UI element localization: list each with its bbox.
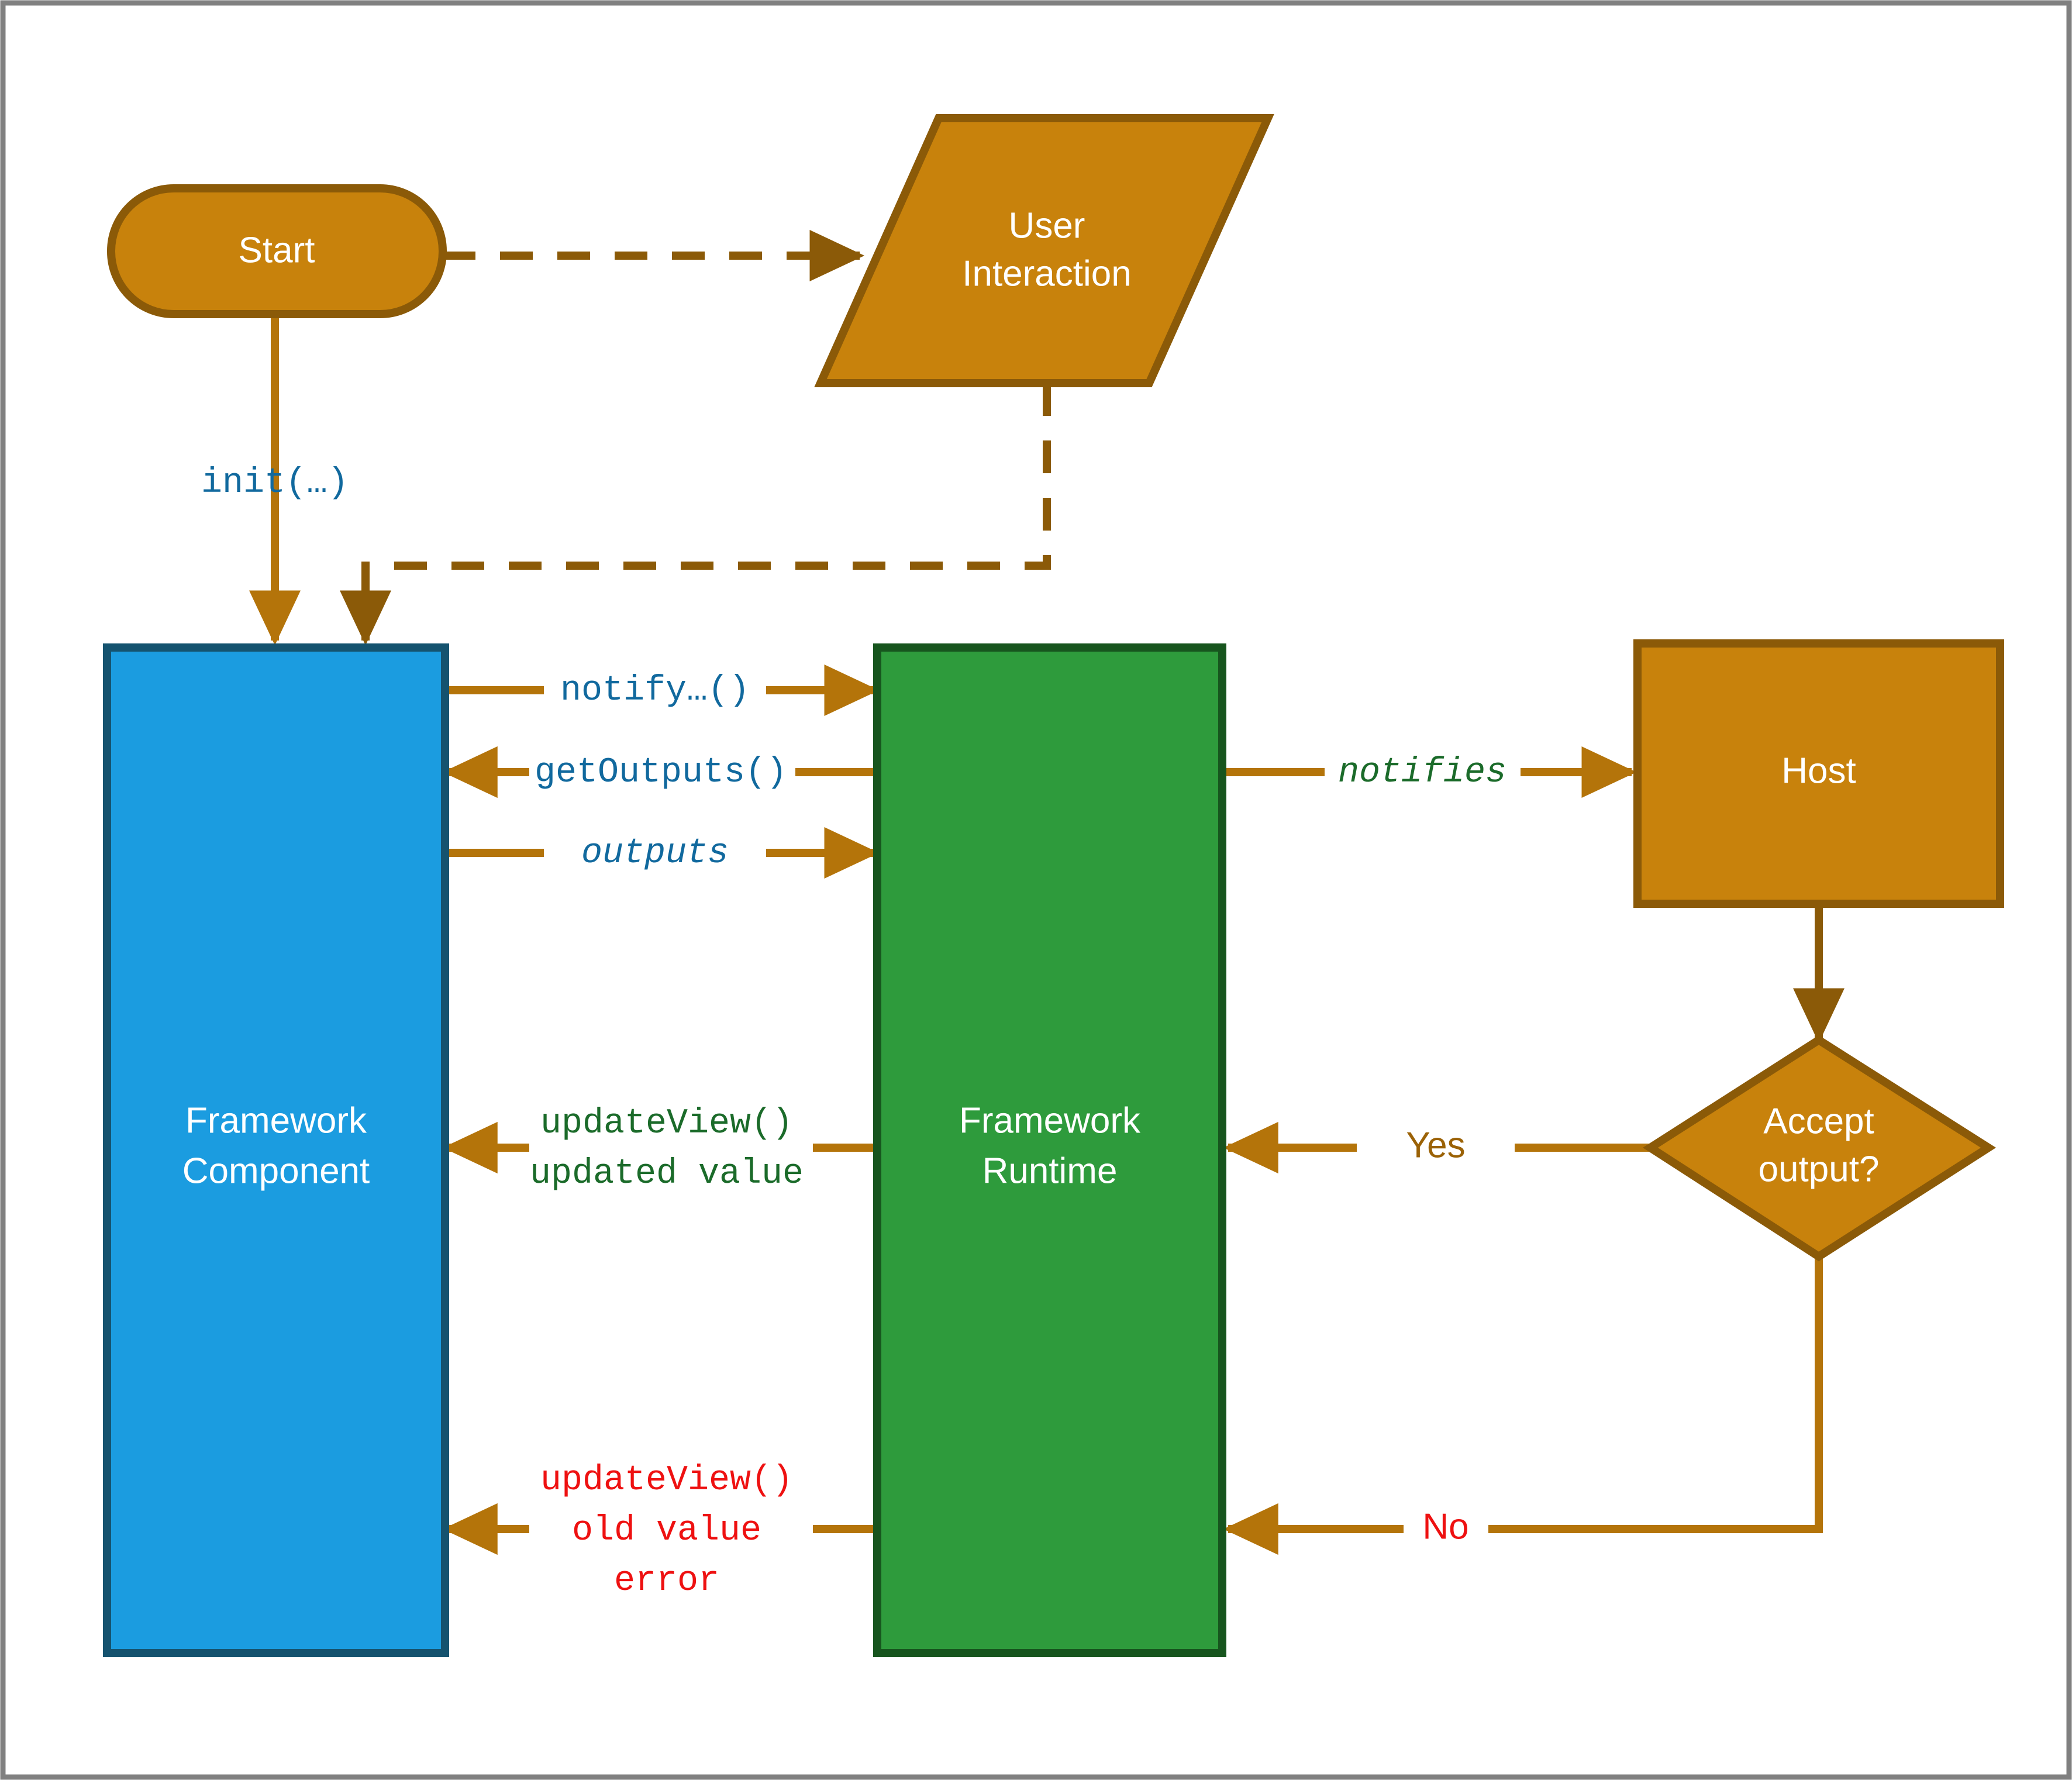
edge-notify: notify…()	[447, 664, 880, 717]
node-host[interactable]: Host	[1633, 639, 2004, 908]
node-framework-component-label-line1: Framework	[185, 1100, 367, 1141]
node-user-interaction[interactable]: User Interaction	[814, 114, 1274, 387]
node-framework-component[interactable]: Framework Component	[103, 643, 449, 1657]
edge-label-update-view-2: updateView()	[540, 1461, 793, 1500]
node-accept-output-label-line1: Accept	[1763, 1101, 1874, 1141]
edge-label-outputs: outputs	[581, 834, 729, 873]
node-framework-runtime[interactable]: Framework Runtime	[873, 643, 1226, 1657]
node-framework-component-shape	[103, 643, 449, 1657]
node-framework-runtime-label-line1: Framework	[959, 1100, 1141, 1141]
edge-outputs: outputs	[447, 827, 880, 879]
node-start-label: Start	[239, 230, 315, 270]
node-framework-component-label-line2: Component	[182, 1151, 370, 1191]
edge-label-yes: Yes	[1406, 1125, 1465, 1165]
node-start[interactable]: Start	[107, 184, 447, 318]
edge-label-init: init(…)	[201, 463, 349, 503]
edge-label-updated-value: updated value	[530, 1154, 804, 1194]
edge-label-error: error	[614, 1561, 719, 1601]
node-framework-runtime-label-line2: Runtime	[982, 1151, 1118, 1191]
edge-update-view-error: updateView() old value error	[442, 1461, 877, 1601]
node-accept-output[interactable]: Accept output?	[1643, 1035, 1997, 1262]
node-accept-output-label-line2: output?	[1759, 1149, 1880, 1189]
node-user-interaction-label-line1: User	[1009, 205, 1085, 246]
node-host-shape	[1633, 639, 2004, 908]
edge-notifies: notifies	[1225, 746, 1637, 798]
edge-label-old-value: old value	[572, 1511, 761, 1551]
node-accept-output-shape	[1643, 1035, 1997, 1262]
node-framework-runtime-shape	[873, 643, 1226, 1657]
edge-label-notify: notify…()	[560, 671, 750, 711]
edge-user-interaction-to-framework-component	[339, 383, 1051, 646]
edge-start-to-framework-component: init(…)	[201, 310, 349, 646]
edge-yes: Yes	[1223, 1121, 1655, 1174]
node-host-label: Host	[1781, 750, 1856, 791]
edge-label-notifies: notifies	[1338, 753, 1506, 793]
edge-get-outputs: getOutputs()	[442, 746, 877, 798]
edge-label-no: No	[1422, 1506, 1468, 1547]
node-user-interaction-label-line2: Interaction	[962, 253, 1132, 294]
edge-label-get-outputs: getOutputs()	[535, 753, 787, 793]
node-start-shape	[107, 184, 447, 318]
edge-label-update-view-1: updateView()	[540, 1104, 793, 1144]
edge-no: No	[1223, 1258, 1823, 1555]
edge-update-view-updated-value: updateView() updated value	[442, 1104, 877, 1194]
node-user-interaction-shape	[814, 114, 1274, 387]
